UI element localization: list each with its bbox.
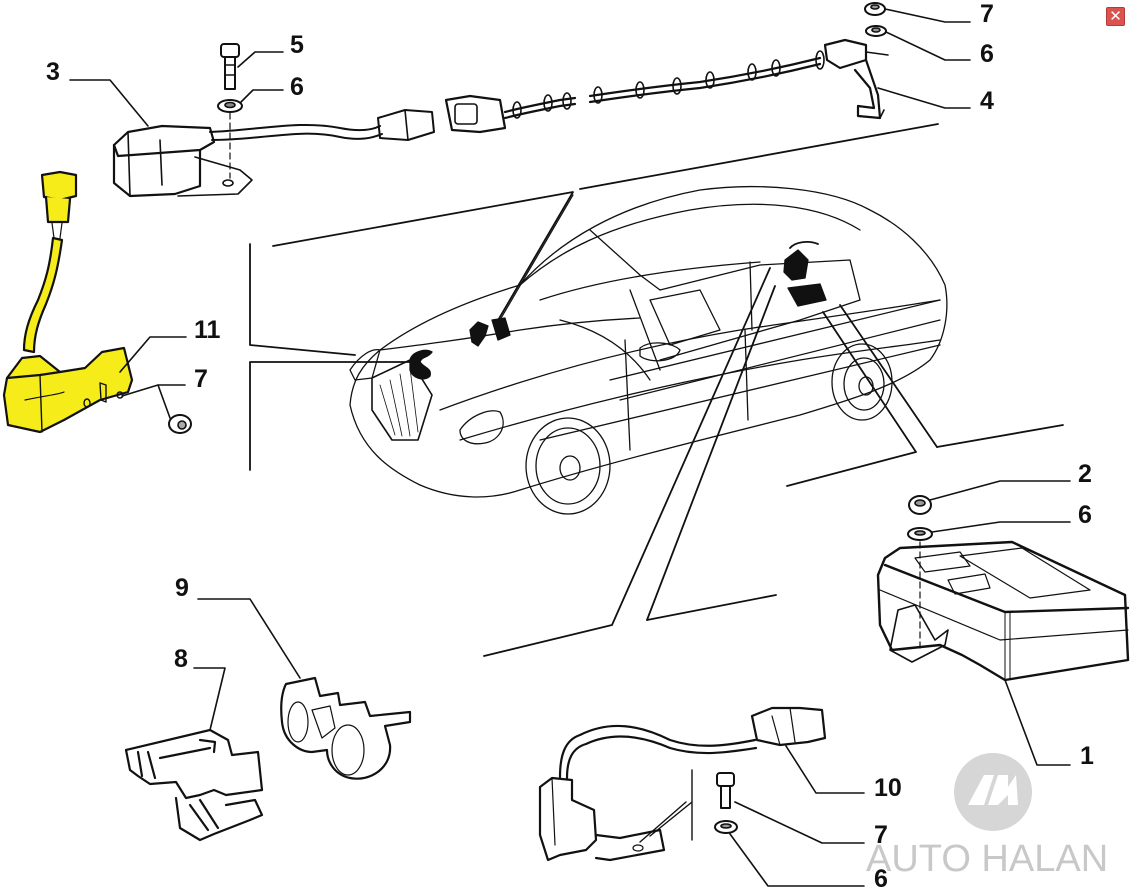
- callout-7: 7: [194, 365, 208, 393]
- car-illustration: [349, 185, 948, 515]
- part-4-cable-bracket: [444, 38, 889, 134]
- callout-10: 10: [874, 774, 902, 802]
- part-5-bolt: [220, 43, 240, 90]
- part-3-sensor-module: [112, 109, 435, 198]
- part-7-bolt-bottom: [716, 772, 735, 809]
- leader-7-bottom: [734, 801, 865, 844]
- leader-5: [237, 51, 284, 68]
- callout-6: 6: [980, 40, 994, 68]
- close-button[interactable]: ✕: [1106, 7, 1125, 26]
- callout-8: 8: [174, 645, 188, 673]
- leader-2: [929, 480, 1071, 501]
- callout-6: 6: [290, 73, 304, 101]
- leader-11: [119, 336, 187, 373]
- callout-11: 11: [194, 316, 221, 344]
- callout-9: 9: [175, 574, 189, 602]
- callout-6: 6: [1078, 501, 1092, 529]
- leader-6-right: [931, 521, 1071, 533]
- leader-4: [877, 87, 971, 109]
- leader-3: [69, 79, 149, 127]
- part-6-washer-top-right: [865, 25, 887, 37]
- part-6-washer-bottom: [714, 820, 738, 834]
- part-9-double-clip: [280, 676, 412, 780]
- part-6-washer-top: [217, 99, 243, 179]
- part-8-cable-clip: [124, 728, 264, 842]
- leader-6-top-right: [885, 31, 971, 61]
- part-7-nut-left: [168, 414, 192, 434]
- leader-9: [197, 598, 301, 679]
- part-10-sensor-cable: [538, 706, 827, 862]
- leader-1: [1004, 679, 1071, 766]
- part-1-control-unit: [876, 540, 1130, 682]
- leader-6-bottom: [729, 833, 865, 887]
- callout-7: 7: [874, 821, 888, 849]
- callout-6: 6: [874, 865, 888, 893]
- leader-frames: [249, 123, 1064, 657]
- part-6-washer-right: [907, 527, 933, 653]
- leader-7-left: [121, 384, 186, 419]
- callout-7: 7: [980, 0, 994, 28]
- part-2-nut-right: [908, 495, 932, 515]
- leader-6-top: [240, 89, 284, 103]
- callout-3: 3: [46, 58, 60, 86]
- callout-2: 2: [1078, 460, 1092, 488]
- leader-10: [785, 745, 865, 794]
- callout-leaders: [69, 8, 1071, 887]
- callout-5: 5: [290, 31, 304, 59]
- leader-7-top: [884, 8, 971, 23]
- part-11-highlighted-sensor: [2, 170, 134, 434]
- leader-8: [193, 667, 226, 731]
- callout-1: 1: [1080, 742, 1094, 770]
- close-icon: ✕: [1109, 7, 1122, 25]
- part-7-nut-top: [864, 2, 886, 16]
- callout-4: 4: [980, 87, 994, 115]
